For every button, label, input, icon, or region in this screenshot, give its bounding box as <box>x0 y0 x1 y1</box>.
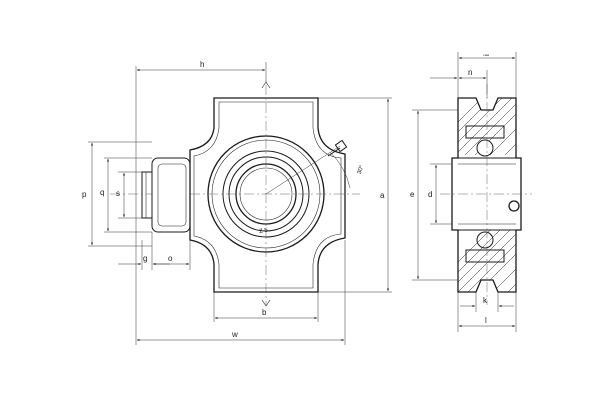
dim-s: s <box>116 189 120 198</box>
dim-d: d <box>428 190 432 199</box>
dim-b: b <box>262 308 267 317</box>
dim-q: q <box>100 188 104 197</box>
dim-n: n <box>468 68 472 77</box>
slot-block <box>151 157 191 233</box>
side-section-view <box>440 84 532 305</box>
dim-i: i <box>482 54 491 56</box>
front-view: Z 5 30° <box>110 81 366 307</box>
front-dimensions: h w b a p q s g <box>82 60 392 345</box>
dim-e: e <box>410 190 415 199</box>
ball-bottom <box>476 231 494 249</box>
dim-a: a <box>380 191 385 200</box>
ball-top <box>476 139 494 157</box>
dim-w: w <box>231 330 238 339</box>
dim-k: k <box>483 296 488 305</box>
set-screw <box>508 200 520 212</box>
dim-o: o <box>168 254 173 263</box>
side-dimensions: i n e d k l <box>410 52 517 332</box>
dim-l: l <box>485 316 487 325</box>
bearing-mark: Z 5 <box>259 228 269 236</box>
grease-nipple <box>327 139 348 157</box>
dim-p: p <box>82 190 87 199</box>
angle-label: 30° <box>357 164 366 175</box>
dim-h: h <box>200 60 204 69</box>
housing-outline <box>189 97 346 293</box>
dim-g: g <box>143 254 147 263</box>
side-housing-outline <box>451 97 522 293</box>
